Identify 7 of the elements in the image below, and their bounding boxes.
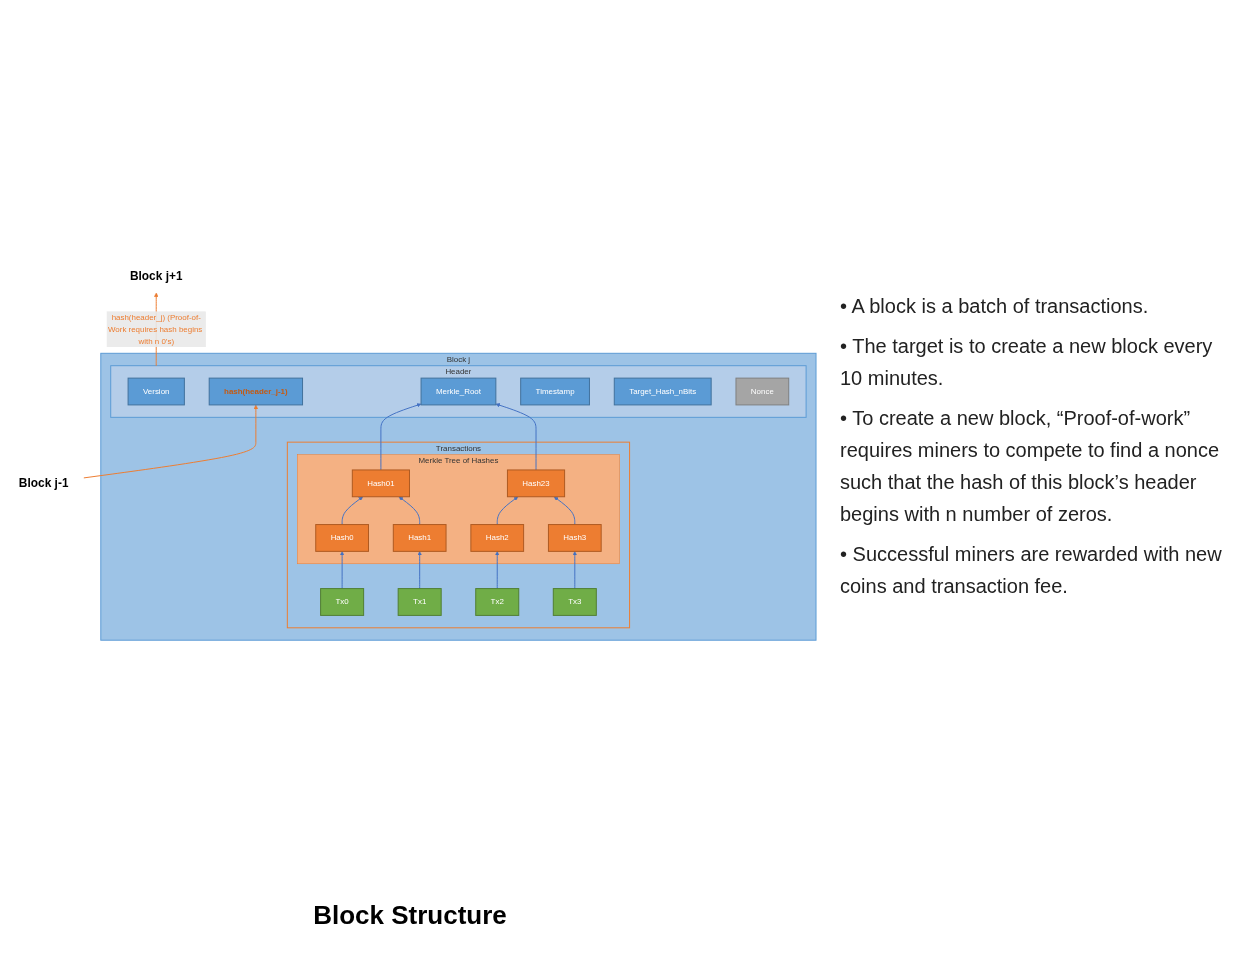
- bullet-note: • The target is to create a new block every 10 minutes.: [840, 334, 1214, 391]
- bullet-note: • To create a new block, “Proof-of-work” requires miners to compete to find a nonce such that the hash of this block’s header begins with n number of zeros.: [840, 406, 1221, 527]
- bullet-note: • Successful miners are rewarded with new coins and transaction fee.: [840, 542, 1223, 599]
- node-text: Block j+1: [129, 269, 183, 283]
- bullet-note: • A block is a batch of transactions.: [840, 294, 1150, 319]
- caption: Block Structure: [312, 900, 508, 931]
- node-text: Block j-1: [18, 476, 69, 490]
